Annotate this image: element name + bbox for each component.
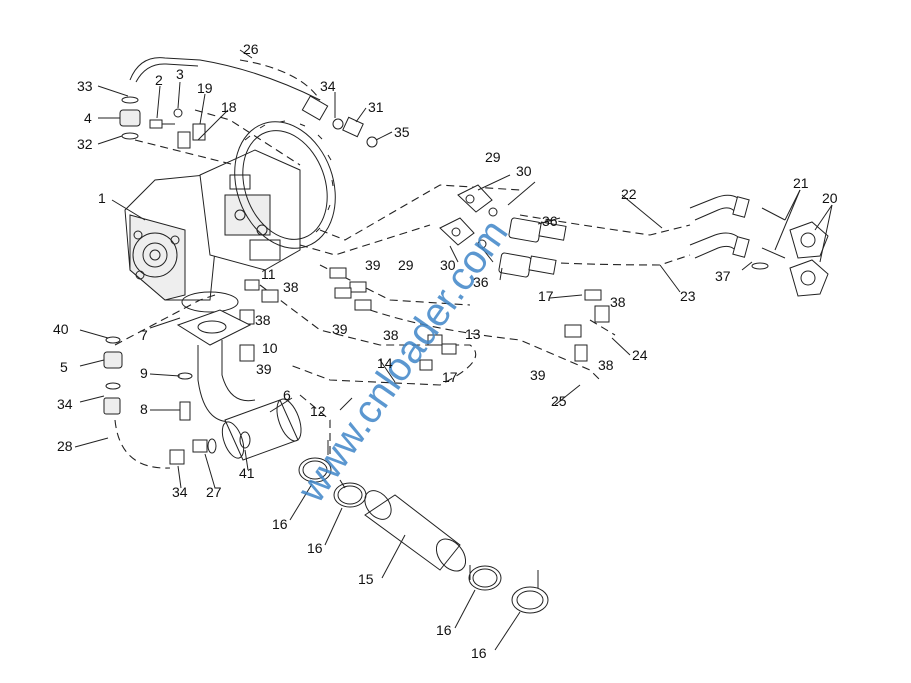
callout-label: 21 — [793, 175, 809, 191]
callout-label: 39 — [332, 321, 348, 337]
callout-label: 8 — [140, 401, 148, 417]
callout-label: 38 — [610, 294, 626, 310]
callout-label: 34 — [172, 484, 188, 500]
callout-label: 26 — [243, 41, 259, 57]
callout-label: 38 — [255, 312, 271, 328]
callout-label: 35 — [394, 124, 410, 140]
callout-label: 12 — [310, 403, 326, 419]
callout-label: 19 — [197, 80, 213, 96]
callout-label: 7 — [140, 327, 148, 343]
callout-label: 34 — [57, 396, 73, 412]
callout-label: 17 — [538, 288, 554, 304]
callout-label: 20 — [822, 190, 838, 206]
callout-label: 39 — [530, 367, 546, 383]
callout-label: 32 — [77, 136, 93, 152]
callout-label: 16 — [471, 645, 487, 661]
callout-label: 39 — [256, 361, 272, 377]
callout-label: 6 — [283, 387, 291, 403]
callout-label: 36 — [473, 274, 489, 290]
callout-label: 39 — [365, 257, 381, 273]
callout-label: 1 — [98, 190, 106, 206]
callout-label: 31 — [368, 99, 384, 115]
callout-labels: 26 33 2 3 19 18 34 31 35 4 32 1 29 30 36… — [53, 41, 838, 661]
callout-label: 16 — [307, 540, 323, 556]
callout-label: 36 — [542, 213, 558, 229]
callout-label: 38 — [383, 327, 399, 343]
callout-label: 34 — [320, 78, 336, 94]
callout-label: 30 — [516, 163, 532, 179]
callout-label: 33 — [77, 78, 93, 94]
diagram-drawing — [74, 49, 833, 651]
callout-label: 5 — [60, 359, 68, 375]
callout-label: 40 — [53, 321, 69, 337]
callout-label: 16 — [272, 516, 288, 532]
callout-label: 18 — [221, 99, 237, 115]
callout-label: 16 — [436, 622, 452, 638]
callout-label: 22 — [621, 186, 637, 202]
callout-label: 23 — [680, 288, 696, 304]
callout-label: 15 — [358, 571, 374, 587]
callout-label: 13 — [465, 326, 481, 342]
callout-label: 25 — [551, 393, 567, 409]
callout-label: 9 — [140, 365, 148, 381]
callout-label: 27 — [206, 484, 222, 500]
callout-label: 37 — [715, 268, 731, 284]
callout-label: 38 — [283, 279, 299, 295]
callout-label: 4 — [84, 110, 92, 126]
callout-label: 38 — [598, 357, 614, 373]
callout-label: 41 — [239, 465, 255, 481]
callout-label: 14 — [377, 355, 393, 371]
callout-label: 3 — [176, 66, 184, 82]
callout-label: 24 — [632, 347, 648, 363]
callout-label: 28 — [57, 438, 73, 454]
callout-label: 2 — [155, 72, 163, 88]
callout-label: 29 — [485, 149, 501, 165]
callout-label: 10 — [262, 340, 278, 356]
callout-label: 30 — [440, 257, 456, 273]
callout-label: 17 — [442, 369, 458, 385]
callout-label: 29 — [398, 257, 414, 273]
callout-label: 11 — [261, 266, 276, 282]
